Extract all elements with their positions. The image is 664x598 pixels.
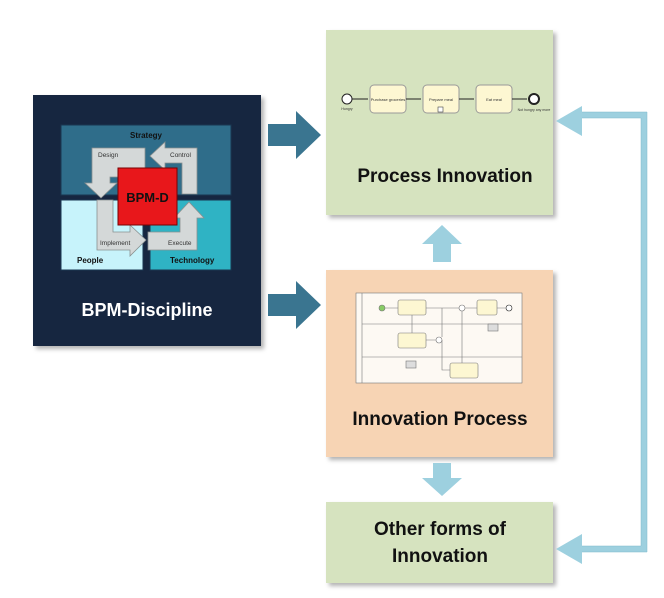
bpm-d-center bbox=[117, 167, 178, 226]
end-label: Not hungry any more bbox=[518, 108, 551, 112]
down-arrow bbox=[422, 463, 462, 496]
control-label: Control bbox=[170, 152, 192, 159]
implement-arrow bbox=[96, 199, 147, 257]
process-innovation-title: Process Innovation bbox=[357, 166, 532, 187]
bpm-discipline-panel: BPM-D Strategy People Technology Design … bbox=[33, 95, 261, 346]
task-label: Purchase groceries bbox=[371, 97, 405, 102]
control-arrow bbox=[149, 141, 198, 195]
strategy-label: Strategy bbox=[130, 131, 163, 140]
bpm-discipline-title: BPM-Discipline bbox=[81, 300, 212, 320]
innovation-process-title: Innovation Process bbox=[352, 409, 527, 430]
design-arrow bbox=[83, 147, 146, 199]
bpm-d-label: BPM-D bbox=[126, 190, 169, 205]
other-forms-box: Other forms of Innovation bbox=[326, 502, 553, 583]
start-label: Hungry bbox=[341, 107, 353, 111]
bpmn-process-diagram bbox=[341, 84, 540, 114]
other-forms-title-line1: Other forms of bbox=[374, 519, 507, 540]
innovation-process-box: Innovation Process bbox=[326, 270, 553, 457]
technology-label: Technology bbox=[170, 256, 215, 265]
bpmn-swimlane-diagram bbox=[355, 292, 523, 384]
arrow-to-innovation-process bbox=[268, 281, 321, 329]
execute-arrow bbox=[147, 201, 205, 251]
arrowhead-to-process-innovation bbox=[556, 106, 582, 136]
up-arrow bbox=[422, 225, 462, 262]
people-label: People bbox=[77, 256, 104, 265]
other-forms-title-line2: Innovation bbox=[392, 546, 488, 567]
implement-label: Implement bbox=[100, 240, 131, 247]
task-label: Prepare meal bbox=[429, 97, 453, 102]
task-label: Eat meal bbox=[486, 97, 502, 102]
design-label: Design bbox=[98, 152, 119, 159]
feedback-connector bbox=[579, 111, 648, 553]
arrowhead-to-other-forms bbox=[556, 534, 582, 564]
process-innovation-box: Hungry Purchase groceries Prepare meal E… bbox=[326, 30, 553, 215]
start-event bbox=[341, 93, 353, 105]
end-event bbox=[528, 93, 540, 105]
arrow-to-process-innovation bbox=[268, 111, 321, 159]
execute-label: Execute bbox=[168, 240, 192, 247]
